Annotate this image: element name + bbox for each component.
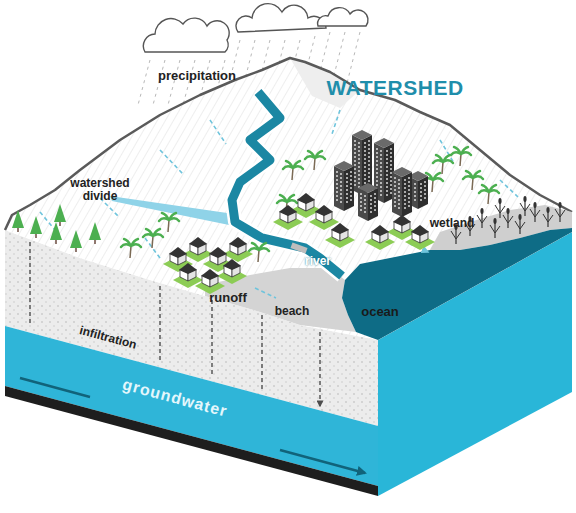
feature-label: wetland — [430, 217, 475, 230]
feature-label: watershed divide — [65, 177, 135, 203]
palm-tree — [479, 185, 499, 204]
pine-tree — [70, 230, 82, 252]
reed — [520, 196, 530, 216]
pine-tree — [89, 222, 101, 244]
groundwater-arrows — [20, 378, 365, 473]
river-bank — [232, 92, 342, 276]
cloud — [236, 4, 326, 32]
palm-tree — [121, 239, 141, 258]
palm-tree — [283, 161, 303, 180]
feature-label: ocean — [361, 305, 399, 319]
reed — [543, 207, 553, 227]
reed — [490, 218, 500, 238]
palm-tree — [159, 213, 179, 232]
pine-tree — [50, 222, 62, 244]
palm-tree — [451, 147, 471, 166]
house — [223, 237, 253, 262]
house — [217, 259, 247, 284]
reed — [477, 208, 487, 228]
house — [183, 237, 213, 262]
palm-tree — [463, 171, 483, 190]
pine-tree — [12, 210, 24, 232]
process-label: runoff — [209, 291, 247, 305]
palm-tree — [305, 151, 325, 170]
feature-label: beach — [275, 305, 310, 318]
cloud — [143, 18, 229, 52]
cloud — [318, 8, 368, 26]
reed — [503, 208, 513, 228]
house — [365, 225, 395, 250]
tower — [358, 183, 378, 221]
pine-tree — [30, 216, 42, 238]
palm-tree — [249, 243, 269, 262]
reed — [555, 202, 565, 222]
tributary-stream — [110, 196, 234, 226]
reed — [530, 202, 540, 222]
house — [325, 223, 355, 248]
infiltration-arrows — [30, 242, 320, 406]
reed — [515, 214, 525, 234]
land-surface — [5, 58, 572, 340]
river-channel — [232, 92, 342, 276]
tower — [334, 161, 354, 211]
house — [309, 205, 339, 230]
runoff-arrows — [40, 110, 518, 298]
feature-label: river — [305, 255, 331, 268]
tower — [392, 167, 412, 217]
house — [273, 205, 303, 230]
diagram-title: WATERSHED — [326, 76, 463, 99]
mountain-ridge — [5, 58, 572, 230]
process-label: precipitation — [158, 69, 236, 83]
bridge — [290, 242, 307, 253]
palm-tree — [143, 229, 163, 248]
palm-tree — [433, 155, 453, 174]
